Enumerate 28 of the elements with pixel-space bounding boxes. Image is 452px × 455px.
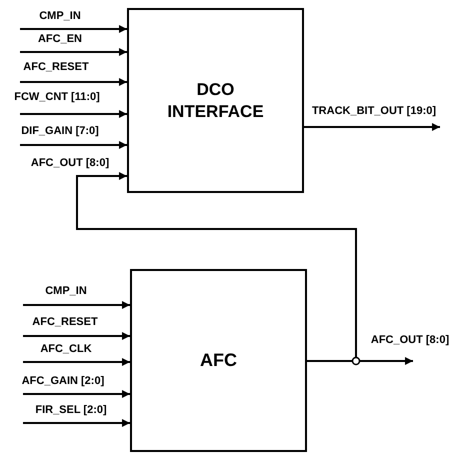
signal-arrow (20, 48, 127, 56)
signal-arrow (23, 358, 130, 366)
signal-label: AFC_RESET (23, 62, 89, 73)
signal-arrow (23, 419, 130, 427)
signal-label: TRACK_BIT_OUT [19:0] (312, 106, 436, 117)
signal-arrow (20, 110, 127, 118)
signal-label: AFC_GAIN [2:0] (22, 376, 104, 387)
signal-arrow (23, 332, 130, 340)
signal-label: CMP_IN (39, 11, 81, 22)
signal-label: DIF_GAIN [7:0] (21, 126, 99, 137)
signal-label: AFC_EN (38, 34, 82, 45)
block-box (127, 8, 304, 193)
signal-label: AFC_OUT [8:0] (30, 158, 110, 169)
signal-label: FIR_SEL [2:0] (35, 405, 107, 416)
signal-label: AFC_OUT [8:0] (370, 335, 450, 346)
signal-arrow (23, 301, 130, 309)
signal-label: AFC_CLK (40, 344, 92, 355)
signal-arrow (20, 141, 127, 149)
signal-arrow (20, 25, 127, 33)
signal-label: AFC_RESET (32, 317, 98, 328)
block-title: DCO INTERFACE (166, 79, 265, 122)
signal-arrow (304, 123, 440, 131)
signal-arrow (20, 78, 127, 86)
signal-label: FCW_CNT [11:0] (14, 92, 100, 103)
block-title: AFC (199, 349, 238, 372)
signal-arrow (23, 390, 130, 398)
block-box (130, 269, 307, 452)
signal-label: CMP_IN (45, 286, 87, 297)
